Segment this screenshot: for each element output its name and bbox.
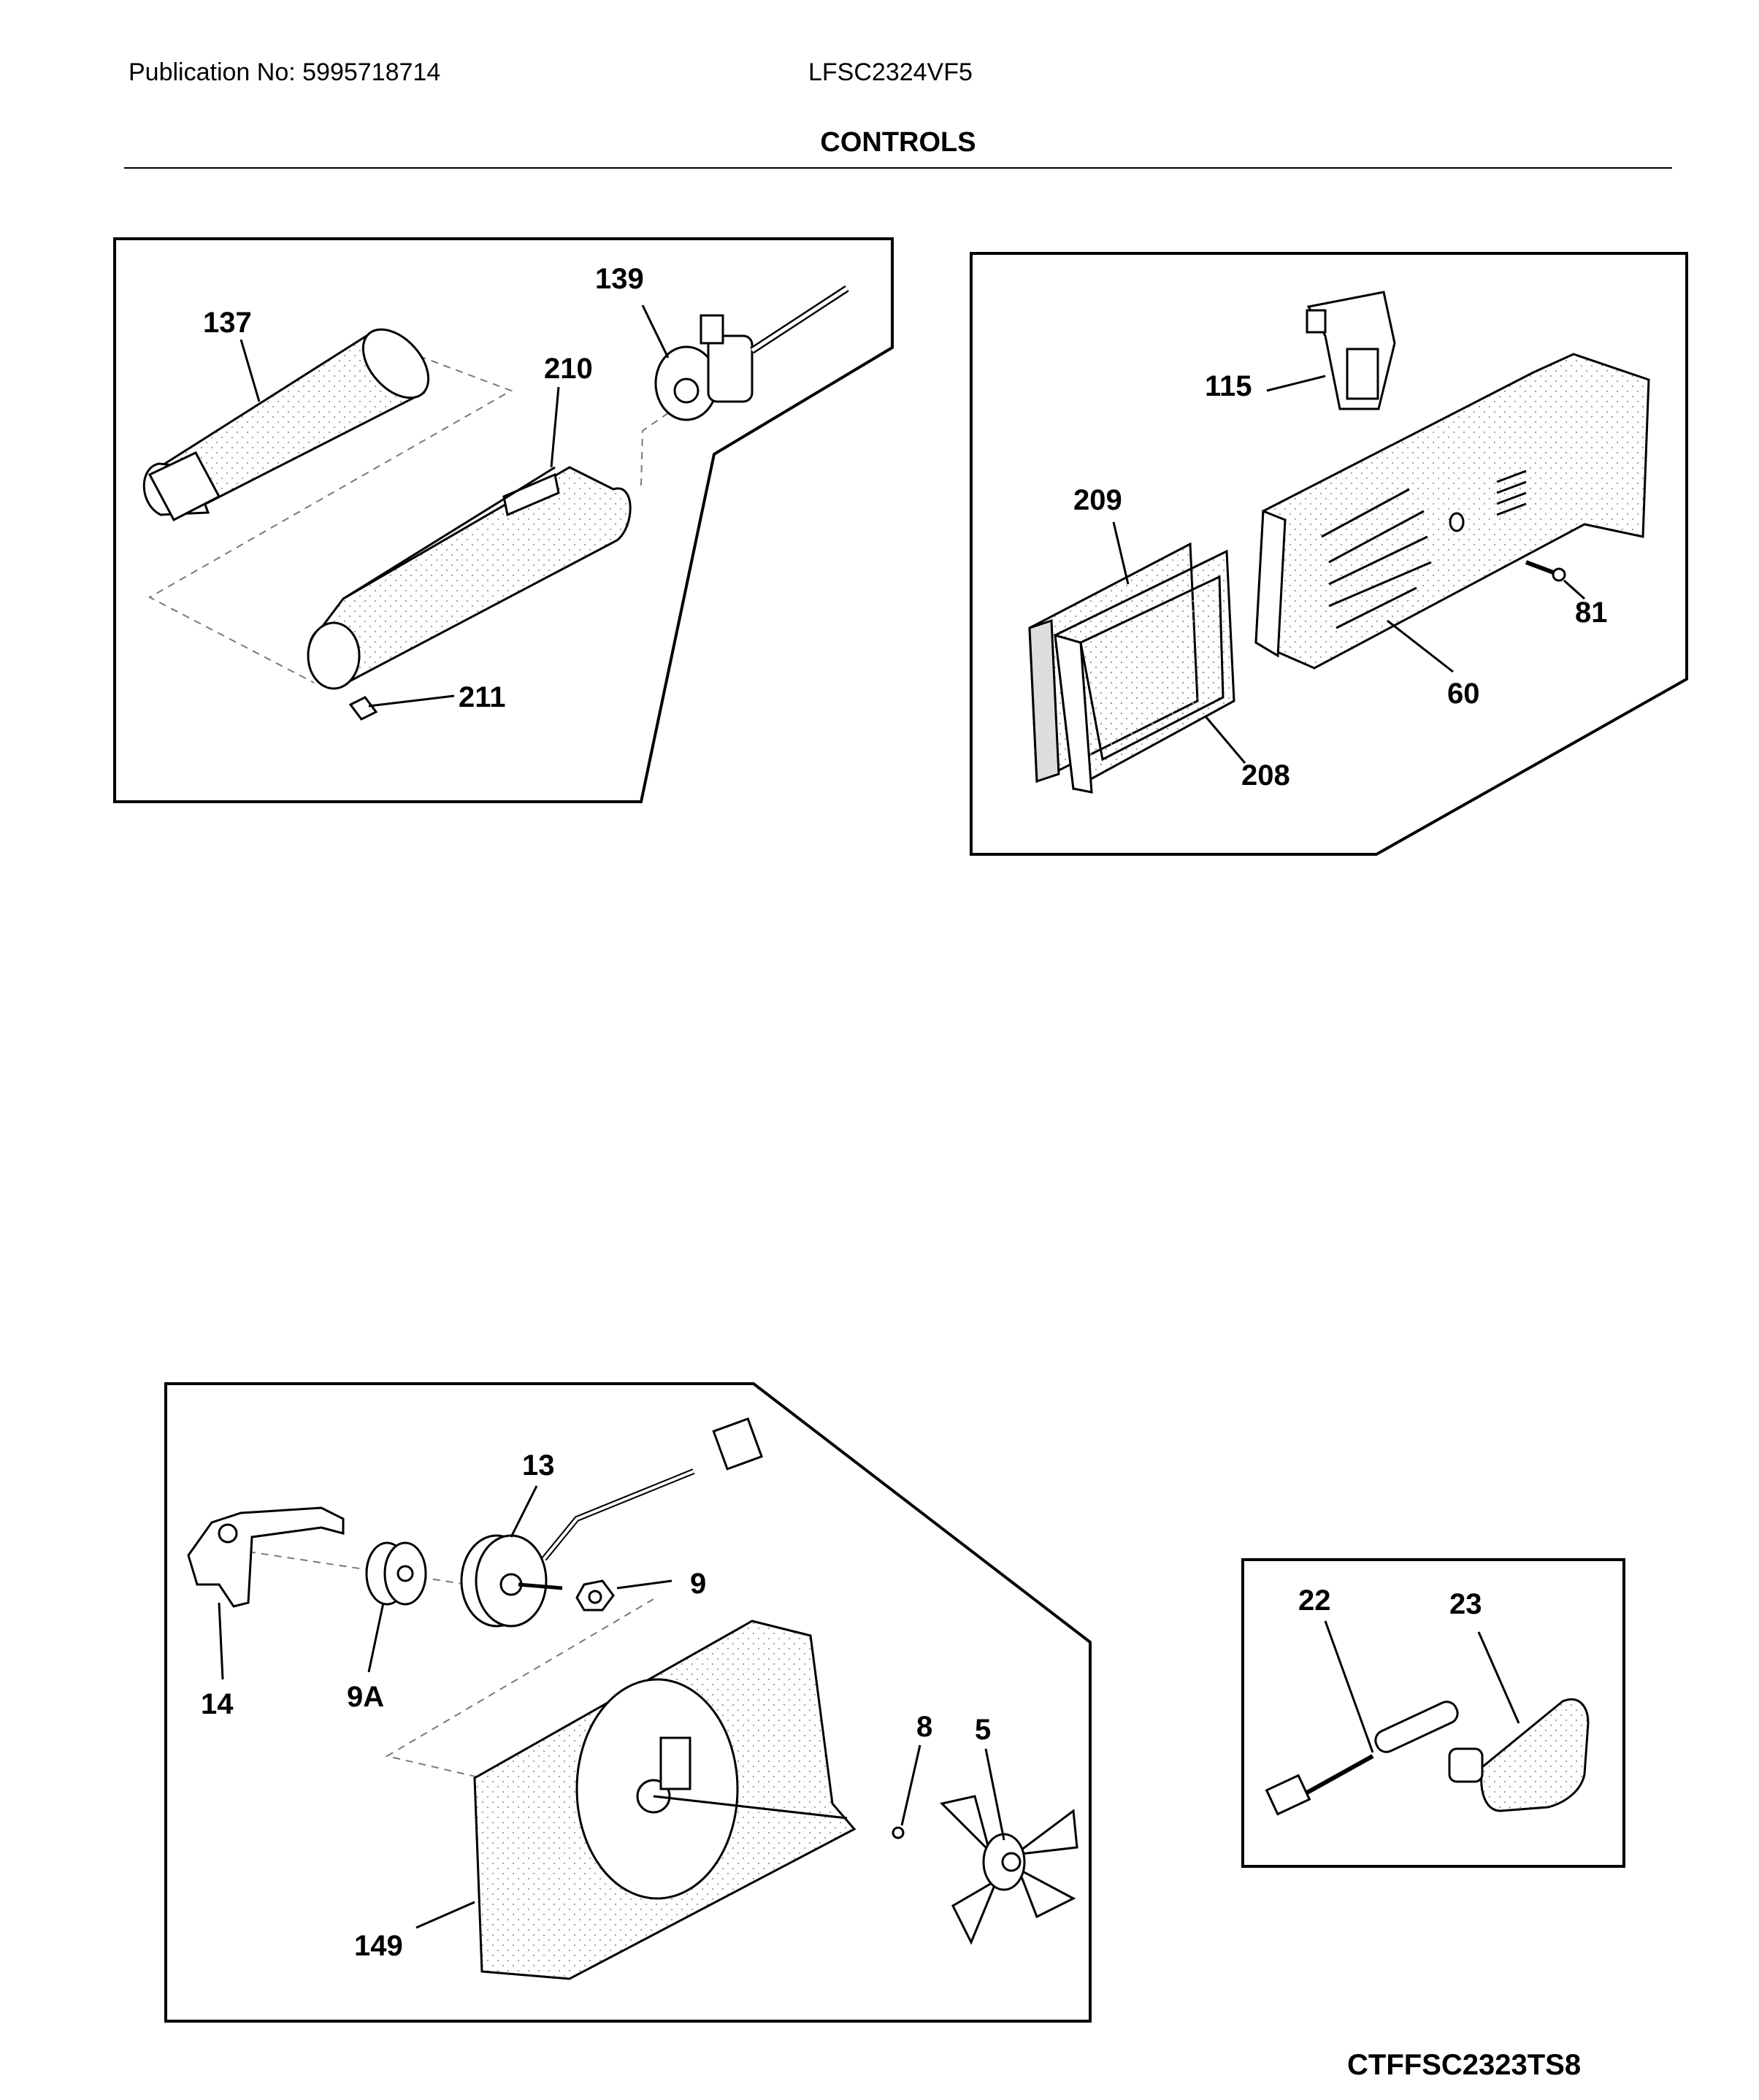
section-title: CONTROLS	[820, 127, 976, 158]
publication-number: Publication No: 5995718714	[129, 58, 441, 86]
callout-8: 8	[916, 1711, 932, 1743]
callout-9a: 9A	[347, 1681, 384, 1713]
callout-9: 9	[690, 1568, 706, 1600]
filter-head-139	[654, 285, 849, 421]
fan-blade-5	[940, 1795, 1078, 1945]
washer-8	[892, 1826, 905, 1839]
callout-60: 60	[1447, 678, 1480, 710]
callout-149: 149	[354, 1930, 403, 1962]
header-rule	[124, 167, 1672, 169]
panel-water-filter	[113, 237, 894, 803]
control-housing-60	[1254, 353, 1650, 670]
damper-control-115	[1306, 291, 1396, 410]
callout-13: 13	[522, 1449, 555, 1482]
nut-9	[575, 1579, 615, 1612]
callout-14: 14	[201, 1688, 234, 1720]
thermistor-22	[1265, 1701, 1459, 1816]
diagram-code: CTFFSC2323TS8	[1347, 2049, 1582, 2081]
callout-137: 137	[203, 307, 252, 339]
callout-211: 211	[459, 681, 506, 713]
filter-clip-211	[348, 696, 378, 721]
screw-81	[1525, 560, 1566, 582]
model-number: LFSC2324VF5	[808, 58, 973, 86]
fan-assembly	[187, 1417, 1078, 1980]
callout-22: 22	[1298, 1584, 1331, 1617]
panel-control-callouts: 115 209 81 60 208	[1073, 370, 1608, 792]
callout-139: 139	[595, 263, 644, 295]
panel-thermistor-callouts: 22 23	[1298, 1584, 1482, 1620]
fan-shroud-149	[473, 1620, 856, 1980]
panel-fan-callouts: 13 9 14 9A 8 5 149	[201, 1449, 991, 1962]
filter-cartridge-137	[142, 328, 430, 522]
filter-housing-210	[307, 466, 632, 690]
callout-115: 115	[1205, 370, 1252, 402]
fan-motor-13	[460, 1417, 763, 1628]
callout-23: 23	[1449, 1588, 1482, 1620]
panel-water-filter-callouts: 137 139 210 211	[203, 263, 644, 713]
sensor-cover-23	[1448, 1698, 1590, 1812]
thermistor-assembly	[1265, 1620, 1590, 1816]
water-filter-assembly	[142, 285, 849, 721]
callout-81: 81	[1575, 597, 1608, 629]
panel-control-housing	[970, 252, 1688, 856]
callout-5: 5	[975, 1714, 991, 1746]
motor-bracket-14	[187, 1506, 345, 1608]
filter-frame-208	[1054, 549, 1235, 794]
panel-thermistor	[1241, 1558, 1625, 1868]
callout-210: 210	[544, 353, 593, 385]
callout-209: 209	[1073, 484, 1122, 516]
callout-208: 208	[1241, 759, 1290, 792]
grommet-9a	[365, 1541, 427, 1606]
control-housing-assembly	[1028, 291, 1650, 794]
panel-fan-assembly	[164, 1382, 1092, 2023]
